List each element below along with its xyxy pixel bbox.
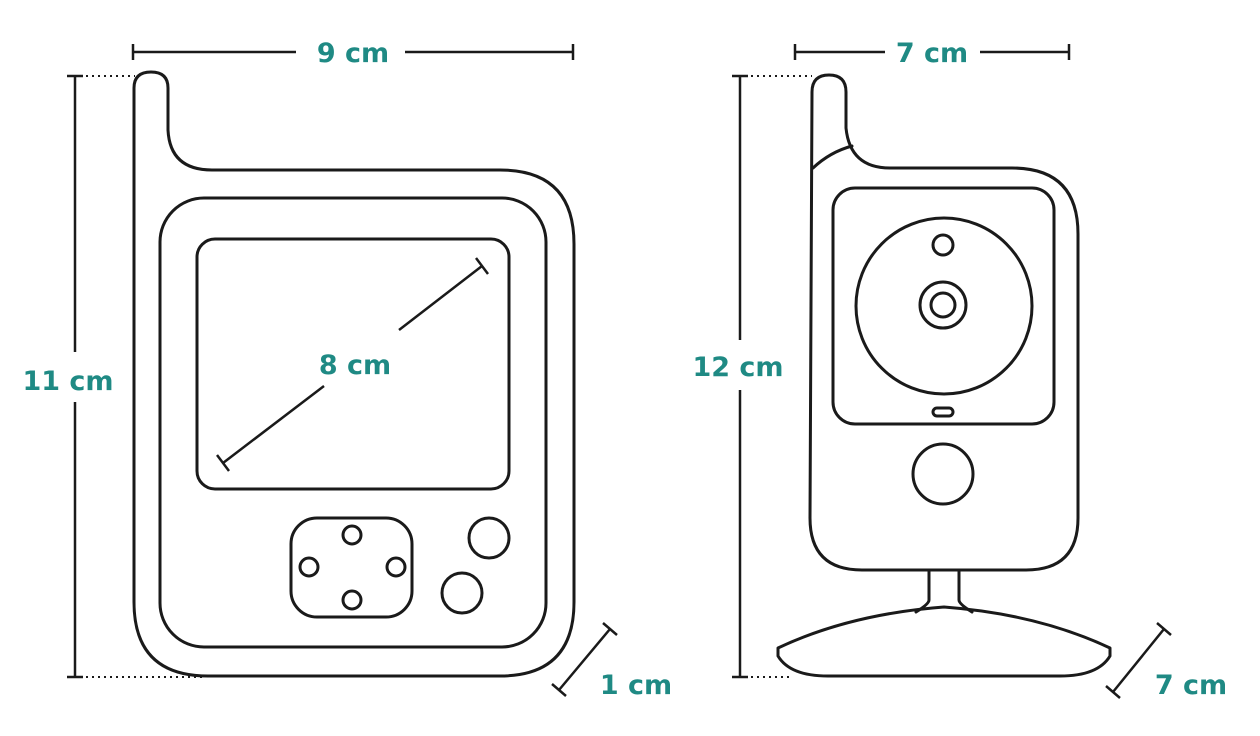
monitor-dpad xyxy=(289,516,414,619)
dpad-right-button xyxy=(385,556,407,578)
dpad-down-button xyxy=(341,589,363,611)
dpad-up-button xyxy=(341,524,363,546)
dpad-left-button xyxy=(298,556,320,578)
screen-diagonal-line-upper xyxy=(398,265,483,331)
monitor-depth-tick-top xyxy=(602,622,618,636)
monitor-body-outline xyxy=(132,70,576,678)
screen-diagonal-tick-lower xyxy=(216,454,230,472)
camera-sensor xyxy=(931,233,955,257)
monitor-screen xyxy=(195,237,511,491)
camera-body-outline xyxy=(808,73,1080,572)
monitor-depth-line xyxy=(558,628,611,691)
monitor-inner-bezel xyxy=(158,196,548,649)
monitor-height-label: 11 cm xyxy=(22,366,113,397)
baby-camera-drawing xyxy=(776,73,1112,678)
camera-lens-housing xyxy=(854,216,1034,396)
screen-diagonal-line-lower xyxy=(222,385,325,464)
monitor-width-label: 9 cm xyxy=(317,38,389,69)
camera-width-label: 7 cm xyxy=(896,38,968,69)
camera-dimensions xyxy=(732,44,1172,699)
camera-depth-line xyxy=(1112,628,1165,693)
camera-lens-outer xyxy=(918,280,968,330)
camera-depth-tick-bottom xyxy=(1105,685,1121,699)
camera-depth-label: 7 cm xyxy=(1155,670,1227,701)
camera-lens-inner xyxy=(929,291,957,319)
monitor-round-button-bottom xyxy=(440,571,484,615)
camera-height-label: 12 cm xyxy=(692,352,783,383)
monitor-dimensions xyxy=(67,44,618,697)
camera-indicator-light xyxy=(931,406,955,418)
camera-antenna-seam xyxy=(811,144,854,170)
camera-round-button xyxy=(911,442,975,506)
camera-stand-base xyxy=(776,605,1112,678)
monitor-round-button-top xyxy=(467,516,511,560)
monitor-screen-label: 8 cm xyxy=(319,350,391,381)
monitor-depth-label: 1 cm xyxy=(600,670,672,701)
screen-diagonal-tick-upper xyxy=(475,257,489,275)
parent-monitor-drawing xyxy=(132,70,576,678)
camera-depth-tick-top xyxy=(1156,622,1172,636)
monitor-depth-tick-bottom xyxy=(551,683,567,697)
camera-face-panel xyxy=(831,186,1056,426)
